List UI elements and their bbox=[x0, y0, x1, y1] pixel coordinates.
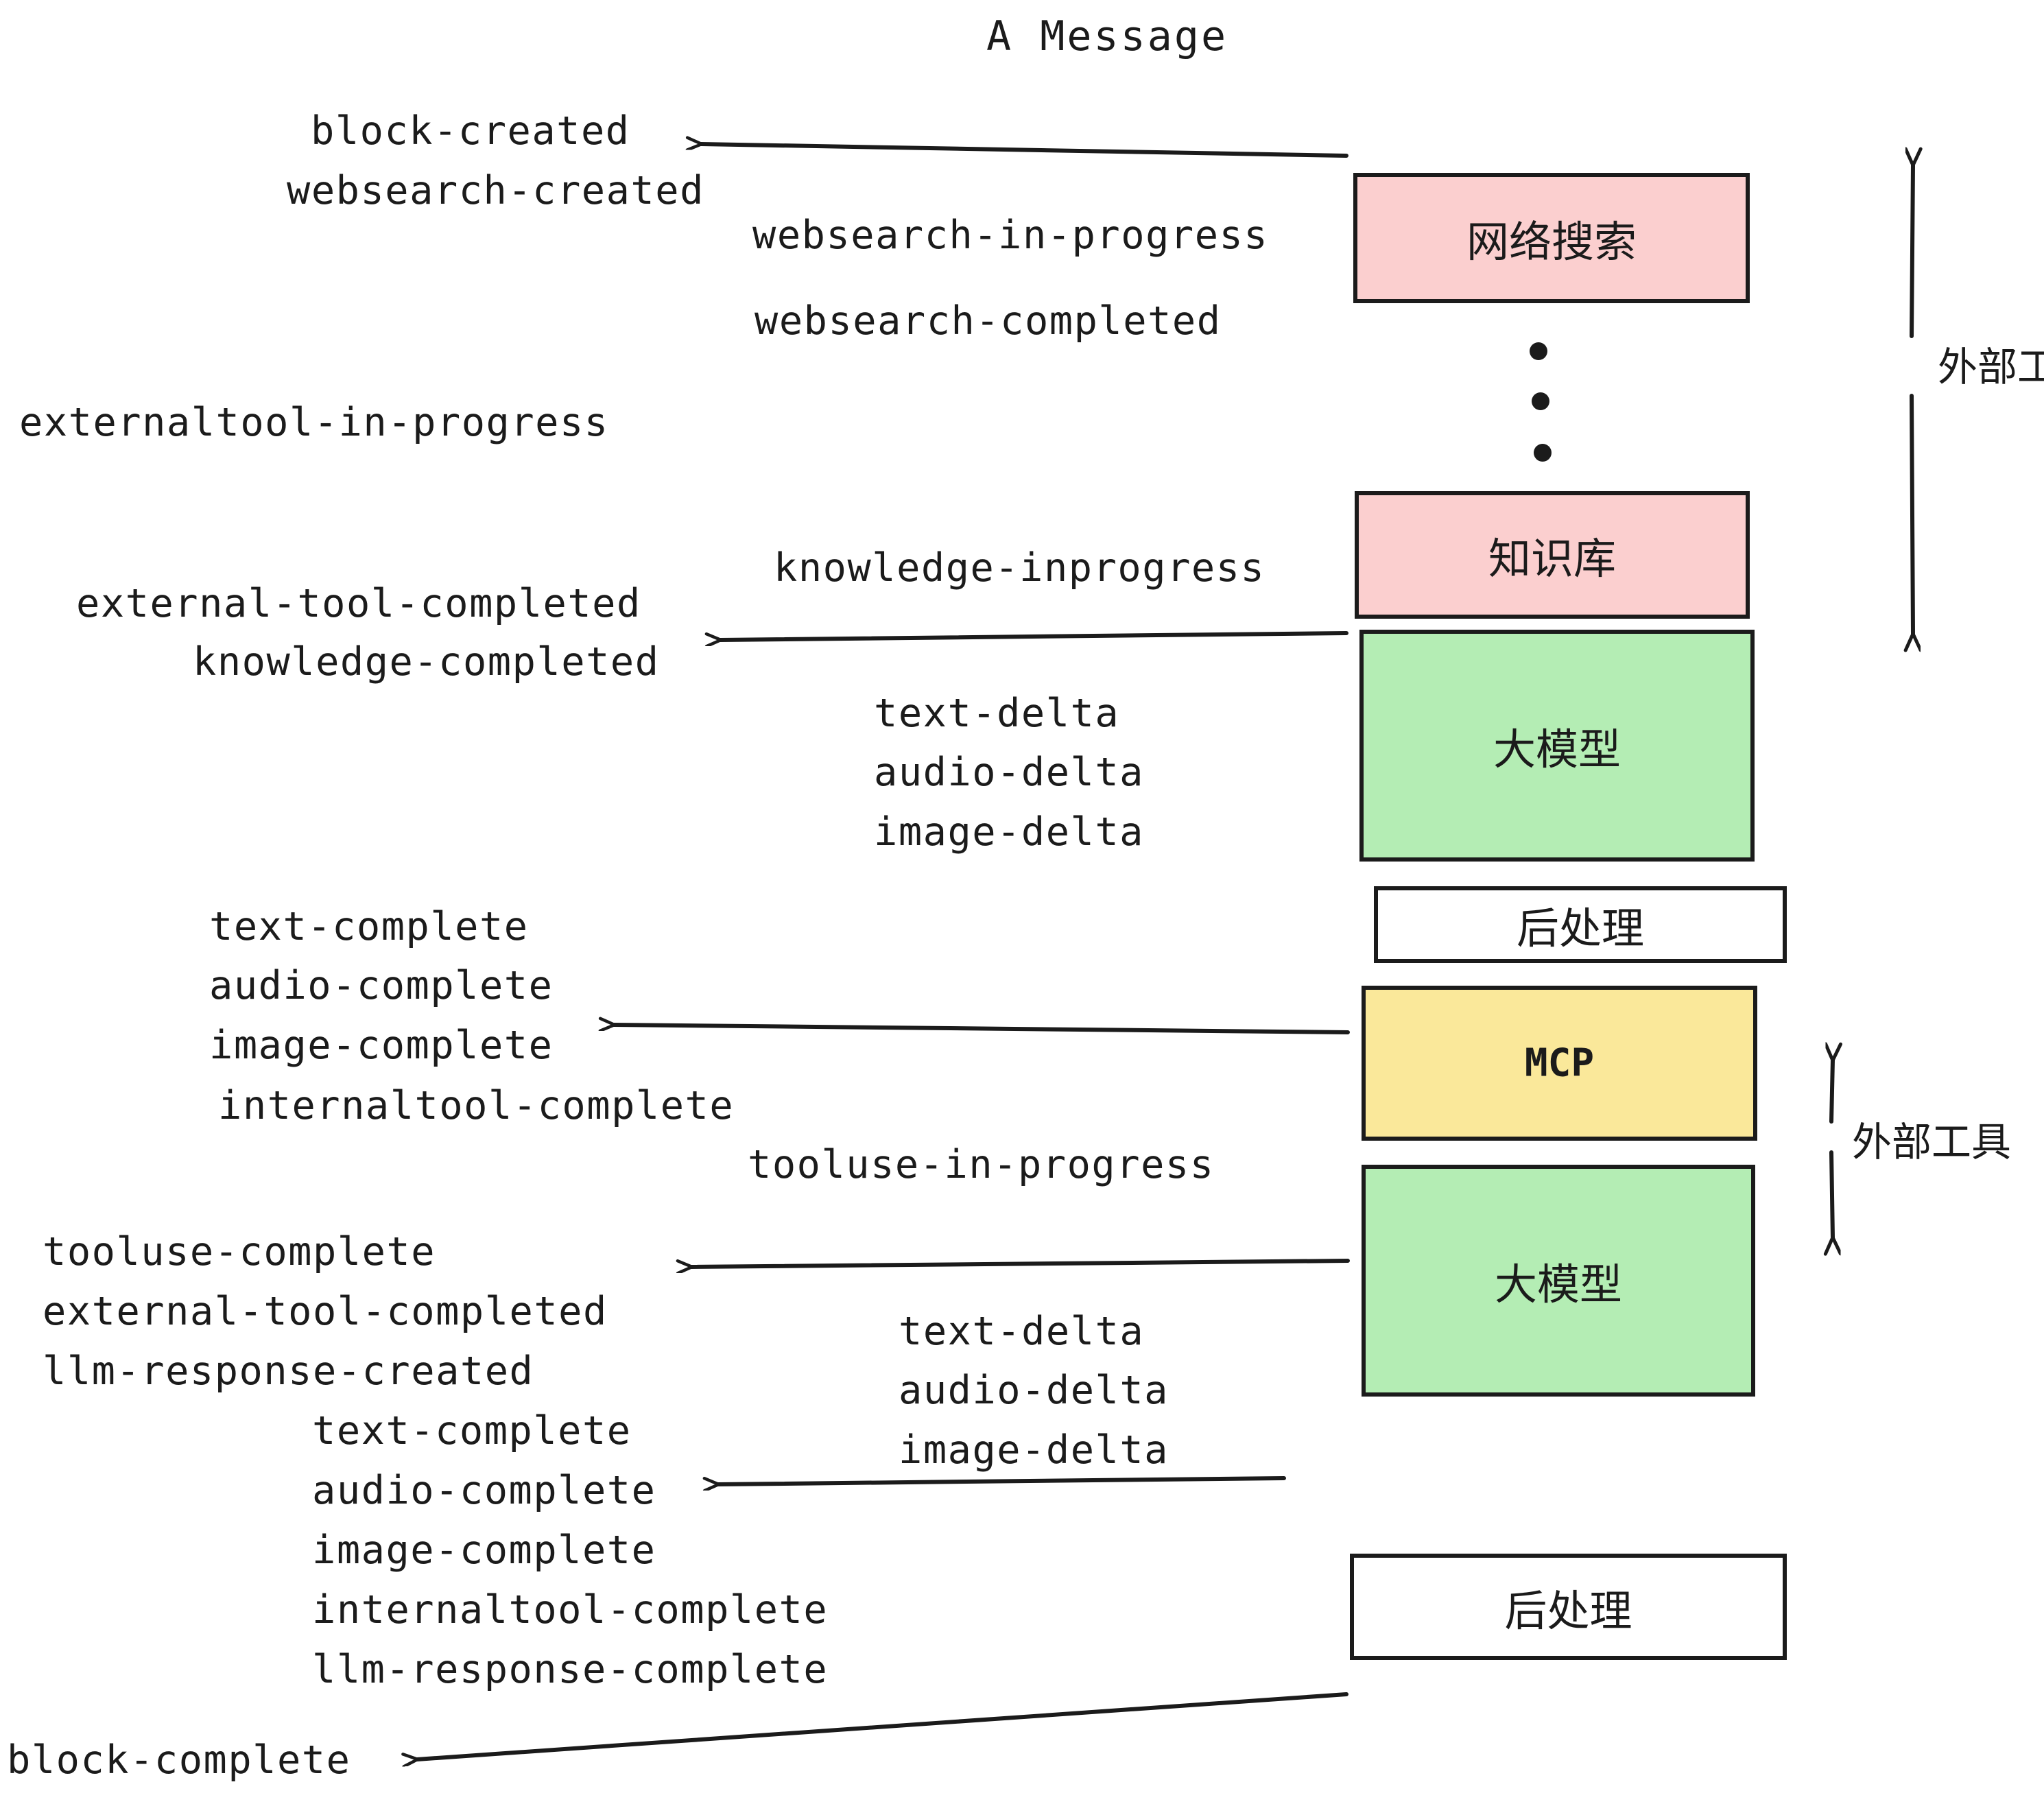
event-label-llm-response-created: llm-response-created bbox=[43, 1349, 534, 1394]
side-label-external-tool-top: 外部工具 bbox=[1938, 344, 2044, 390]
node-label-postprocess-1: 后处理 bbox=[1516, 903, 1645, 953]
event-label-audio-delta-1: audio-delta bbox=[874, 750, 1144, 795]
node-box-websearch bbox=[1353, 173, 1750, 303]
event-label-audio-complete-1: audio-complete bbox=[209, 963, 554, 1008]
node-label-postprocess-2: 后处理 bbox=[1504, 1585, 1632, 1636]
audio-complete-arrow bbox=[718, 1476, 1286, 1484]
event-label-text-delta-1: text-delta bbox=[874, 691, 1120, 736]
event-label-block-created: block-created bbox=[311, 108, 630, 154]
knowledge-completed-arrow bbox=[720, 631, 1348, 640]
external-tool-mcp-up-arrow bbox=[1831, 1060, 1833, 1124]
node-box-llm-1 bbox=[1359, 630, 1755, 862]
message-arrows bbox=[417, 144, 1350, 1759]
event-label-internaltool-complete-1: internaltool-complete bbox=[218, 1083, 735, 1128]
event-label-knowledge-inprogress: knowledge-inprogress bbox=[774, 545, 1265, 591]
tooluse-complete-arrow bbox=[691, 1259, 1350, 1267]
event-label-text-complete-1: text-complete bbox=[209, 904, 529, 949]
external-tool-arrows bbox=[1831, 165, 1913, 1238]
ellipsis-dots bbox=[1530, 342, 1552, 462]
node-box-mcp bbox=[1362, 986, 1757, 1141]
ellipsis-dot-1 bbox=[1530, 342, 1547, 360]
ellipsis-dot-3 bbox=[1534, 444, 1552, 462]
node-label-mcp: MCP bbox=[1524, 1041, 1595, 1086]
event-label-tooluse-complete: tooluse-complete bbox=[43, 1229, 436, 1274]
event-label-tooluse-in-progress: tooluse-in-progress bbox=[748, 1142, 1215, 1187]
side-label-external-tool-mcp: 外部工具 bbox=[1852, 1119, 2012, 1165]
node-box-knowledge bbox=[1355, 491, 1750, 619]
node-box-postprocess-2 bbox=[1350, 1554, 1787, 1660]
node-label-llm-1: 大模型 bbox=[1493, 724, 1621, 774]
node-box-postprocess-1 bbox=[1374, 886, 1787, 963]
event-label-external-tool-completed-2: external-tool-completed bbox=[43, 1289, 608, 1334]
page-title: A Message bbox=[986, 12, 1228, 60]
event-label-llm-response-complete: llm-response-complete bbox=[312, 1647, 829, 1692]
event-label-image-delta-2: image-delta bbox=[899, 1427, 1169, 1473]
node-label-knowledge: 知识库 bbox=[1488, 534, 1617, 584]
node-label-llm-2: 大模型 bbox=[1494, 1259, 1623, 1309]
event-label-image-complete-2: image-complete bbox=[312, 1528, 656, 1573]
event-label-text-delta-2: text-delta bbox=[899, 1309, 1145, 1354]
external-tool-top-down-arrow bbox=[1912, 394, 1913, 634]
ellipsis-dot-2 bbox=[1532, 392, 1549, 410]
event-label-websearch-in-progress: websearch-in-progress bbox=[752, 213, 1269, 258]
event-label-websearch-completed: websearch-completed bbox=[754, 298, 1222, 344]
block-created-arrow bbox=[701, 144, 1348, 158]
event-label-knowledge-completed: knowledge-completed bbox=[193, 639, 660, 685]
event-label-block-complete: block-complete bbox=[7, 1737, 351, 1783]
node-label-websearch: 网络搜索 bbox=[1466, 217, 1637, 267]
event-label-image-delta-1: image-delta bbox=[874, 809, 1144, 855]
event-label-websearch-created: websearch-created bbox=[287, 168, 704, 213]
block-complete-arrow bbox=[417, 1692, 1348, 1759]
node-box-llm-2 bbox=[1362, 1165, 1755, 1397]
external-tool-top-up-arrow bbox=[1912, 165, 1913, 338]
event-label-internaltool-complete-2: internaltool-complete bbox=[312, 1587, 829, 1633]
image-complete-arrow bbox=[614, 1025, 1350, 1034]
event-label-audio-delta-2: audio-delta bbox=[899, 1368, 1169, 1413]
event-label-image-complete-1: image-complete bbox=[209, 1023, 554, 1068]
event-label-text-complete-2: text-complete bbox=[312, 1408, 632, 1453]
event-label-external-tool-completed-1: external-tool-completed bbox=[76, 581, 641, 626]
event-label-externaltool-in-progress: externaltool-in-progress bbox=[19, 400, 609, 445]
event-label-audio-complete-2: audio-complete bbox=[312, 1468, 656, 1513]
external-tool-mcp-down-arrow bbox=[1831, 1150, 1833, 1238]
